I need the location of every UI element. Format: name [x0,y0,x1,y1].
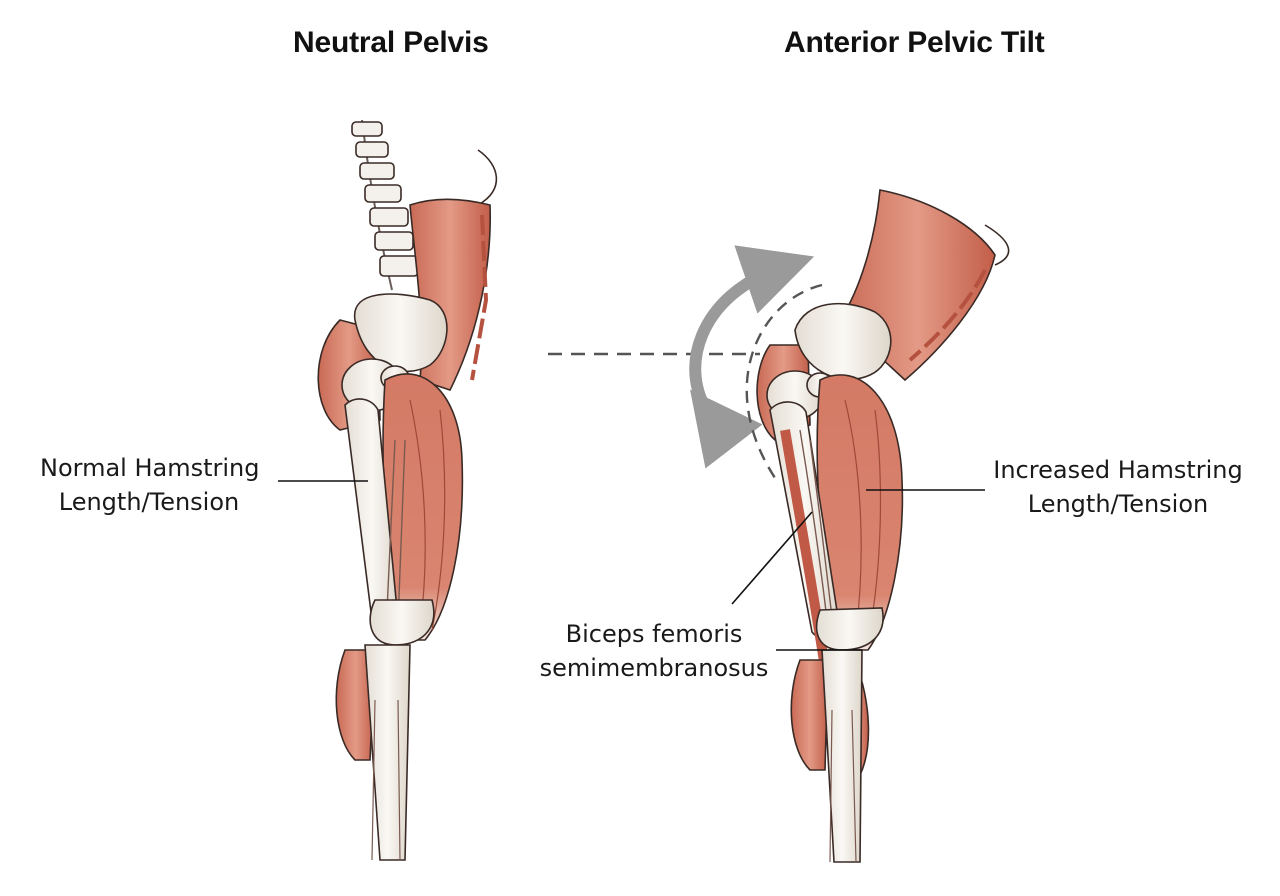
label-biceps-femoris-semimembranosus: Biceps femoris semimembranosus [536,617,772,685]
curved-double-arrow-icon [689,245,815,469]
label-normal-line1: Normal Hamstring [40,454,260,482]
lumbar-spine [351,119,419,291]
label-increased-line1: Increased Hamstring [993,456,1243,484]
neutral-pelvis-figure [317,119,498,861]
label-increased-line2: Length/Tension [1027,490,1209,518]
anterior-tilt-figure [756,189,1010,863]
title-neutral-pelvis: Neutral Pelvis [293,26,489,59]
pelvis-bone-tilted [794,302,892,381]
label-normal-hamstring: Normal Hamstring Length/Tension [40,451,260,519]
abdomen-outline [477,149,498,206]
title-anterior-pelvic-tilt: Anterior Pelvic Tilt [784,26,1045,59]
biceps-femoris-leader [731,511,813,605]
label-biceps-femoris: Biceps femoris [565,620,743,648]
label-semimembranosus: semimembranosus [539,654,769,682]
label-normal-line2: Length/Tension [58,488,240,516]
label-increased-hamstring: Increased Hamstring Length/Tension [990,453,1246,521]
tibia-bone [364,644,411,861]
calf-muscle [335,649,376,761]
tilt-dashed-arc [745,283,823,479]
